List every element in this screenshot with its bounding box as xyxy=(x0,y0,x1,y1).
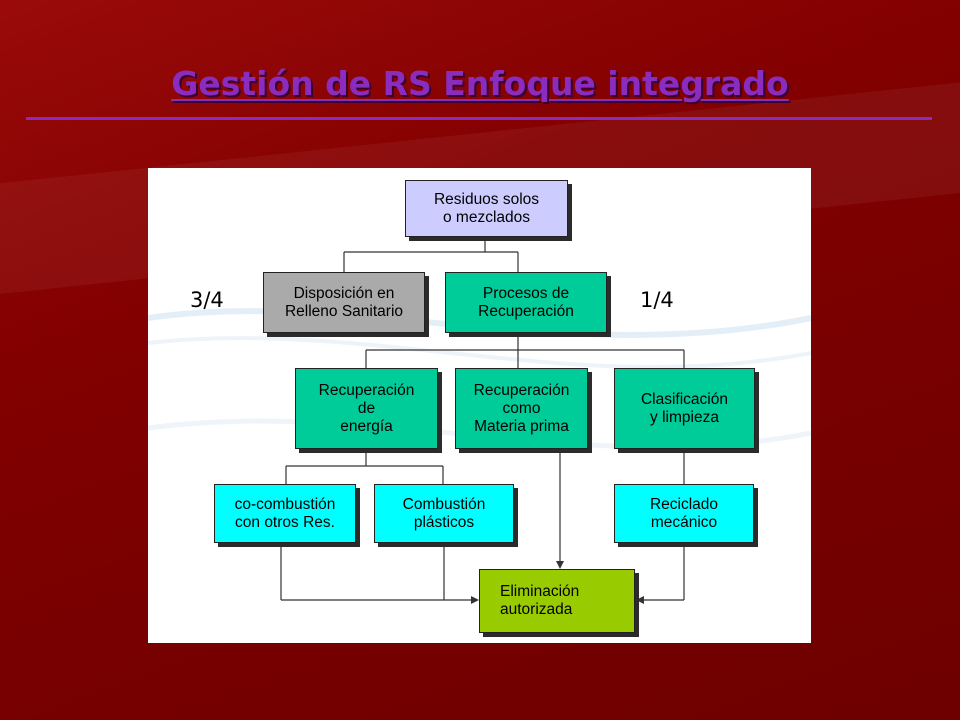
node-root: Residuos solos o mezclados xyxy=(405,180,568,237)
title-underline xyxy=(26,117,932,120)
diagram-panel: Residuos solos o mezclados Disposición e… xyxy=(148,168,811,643)
slide-title: Gestión de RS Enfoque integrado xyxy=(171,64,789,103)
node-recovery-processes: Procesos de Recuperación xyxy=(445,272,607,333)
node-sorting-cleaning: Clasificación y limpieza xyxy=(614,368,755,449)
node-raw-material-recovery: Recuperación como Materia prima xyxy=(455,368,588,449)
node-energy-recovery: Recuperación de energía xyxy=(295,368,438,449)
connector-lines xyxy=(280,238,685,604)
node-landfill: Disposición en Relleno Sanitario xyxy=(263,272,425,333)
node-cocombustion: co-combustión con otros Res. xyxy=(214,484,356,543)
node-mechanical-recycling: Reciclado mecánico xyxy=(614,484,754,543)
ratio-left-label: 3/4 xyxy=(190,288,224,312)
ratio-right-label: 1/4 xyxy=(640,288,674,312)
node-plastic-combustion: Combustión plásticos xyxy=(374,484,514,543)
node-authorized-elimination: Eliminación autorizada xyxy=(479,569,635,633)
